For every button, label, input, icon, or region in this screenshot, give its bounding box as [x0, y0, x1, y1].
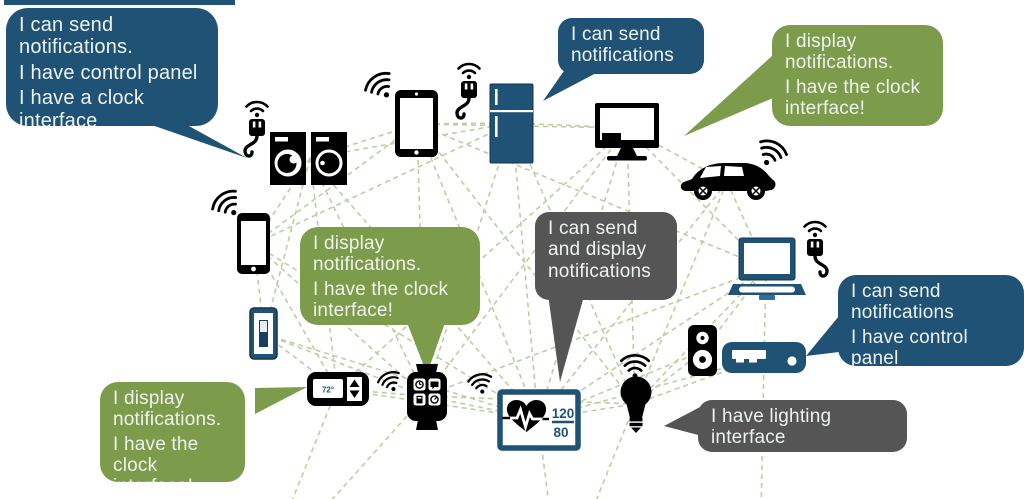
network-link [726, 181, 767, 269]
blood-pressure-monitor-icon: 120 80 [497, 389, 581, 456]
smart-plug-icon [794, 220, 836, 287]
media-box-icon [721, 341, 809, 380]
wifi-icon [747, 133, 792, 178]
thermostat-temperature: 72° [322, 386, 334, 395]
network-link [416, 123, 628, 129]
speech-bubble-router: I can send notifications I have control … [838, 275, 1024, 366]
bubble-text: I can send notifications [571, 24, 674, 67]
bubble-tail-bulb [664, 406, 702, 436]
network-link [634, 181, 728, 405]
network-link [263, 333, 539, 420]
network-link [424, 122, 513, 397]
bubble-text: I have the clock interface! [313, 278, 449, 321]
bubble-tail-bp [548, 294, 584, 382]
speech-bubble-smartwatch: I display notifications. I have the cloc… [300, 227, 480, 325]
bubble-text: I display notifications. [113, 388, 222, 431]
bubble-text: I have control panel [851, 326, 968, 366]
laptop-icon [726, 237, 808, 308]
bp-systolic-value: 120 [552, 406, 575, 421]
speaker-icon [687, 324, 719, 383]
network-link [253, 243, 426, 397]
speech-bubble-washers: I can send notifications. I have control… [6, 8, 218, 126]
network-link [424, 267, 767, 397]
network-link [537, 181, 728, 420]
speech-bubble-bp: I can send and display notifications [535, 212, 677, 300]
bp-diastolic-value: 80 [553, 425, 568, 440]
smartphone-icon [236, 212, 272, 281]
bubble-tail-fridge [543, 68, 600, 101]
bubble-text: I have control panel [19, 61, 198, 84]
light-bulb-icon [616, 373, 656, 442]
speech-bubble-bulb: I have lighting interface [698, 400, 907, 452]
wifi-icon [359, 65, 406, 112]
bubble-tail-smartwatch [406, 320, 446, 374]
wifi-icon [205, 183, 252, 230]
tablet-icon [394, 89, 440, 164]
network-link [309, 157, 426, 397]
network-link [537, 403, 636, 420]
network-link [511, 122, 539, 420]
bubble-text: I display notifications. [785, 31, 894, 74]
smart-plug-icon [236, 100, 278, 167]
network-link [253, 122, 513, 245]
bubble-tail-monitor [684, 55, 773, 136]
bubble-text: I can send and display notifications [548, 218, 651, 282]
thermostat-icon: 72° [306, 371, 370, 413]
light-switch-icon [249, 307, 279, 366]
network-link [263, 333, 426, 397]
bubble-text: I have the clock interface! [785, 76, 921, 119]
wifi-icon [465, 370, 497, 401]
bubble-text: I have lighting interface [711, 406, 832, 449]
bubble-text: I have the clock interface! [113, 433, 199, 482]
network-link [291, 388, 338, 499]
bubble-text: I can send notifications. [19, 14, 133, 59]
smart-plug-icon [448, 62, 490, 129]
washing-machine-icon [270, 130, 348, 191]
bubble-text: I can send notifications [851, 281, 954, 324]
speech-bubble-thermostat: I display notifications. I have the cloc… [100, 382, 245, 482]
network-link [537, 127, 628, 420]
network-link [416, 123, 539, 420]
speech-bubble-monitor: I display notifications. I have the cloc… [772, 25, 943, 126]
bubble-text: I have a clock interface [19, 87, 145, 126]
speech-bubble-fridge: I can send notifications [558, 18, 704, 74]
network-link [416, 122, 513, 125]
bubble-text: I display notifications. [313, 233, 422, 276]
network-link [595, 403, 636, 499]
network-link [424, 395, 636, 405]
cropped-bubble-edge [4, 0, 235, 5]
network-link [263, 157, 311, 335]
bubble-tail-router [806, 316, 839, 356]
wifi-icon [374, 366, 409, 400]
smartwatch-icon [399, 363, 455, 436]
monitor-icon [594, 102, 664, 167]
network-link [424, 127, 628, 397]
refrigerator-icon [489, 83, 535, 170]
network-link [336, 127, 628, 390]
bubble-tail-thermostat [255, 387, 307, 414]
car-icon [676, 155, 778, 208]
network-link [309, 157, 338, 390]
